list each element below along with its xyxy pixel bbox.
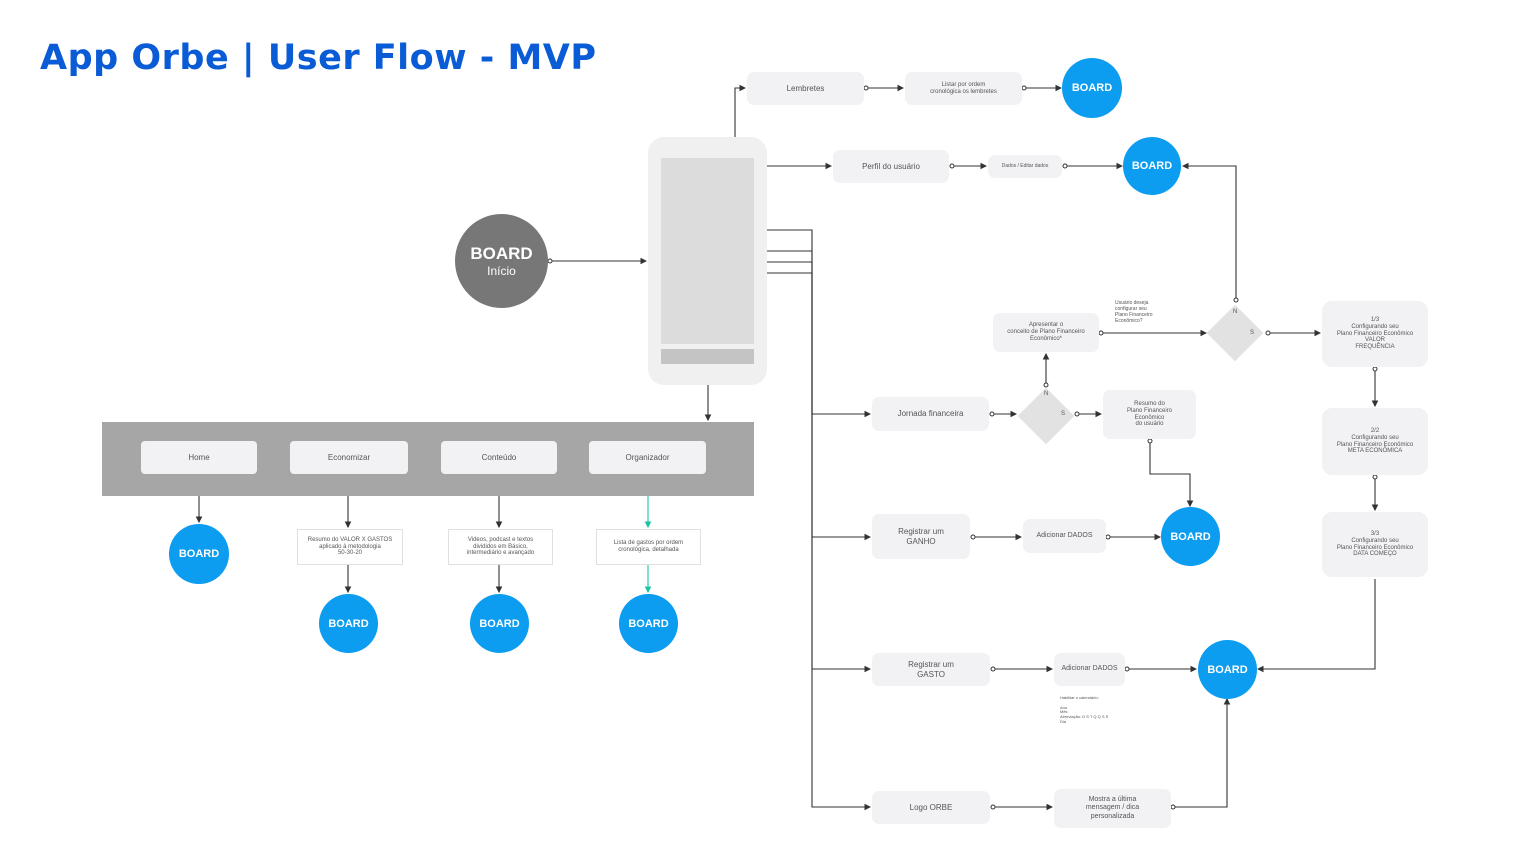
- board-perfil[interactable]: BOARD: [1123, 137, 1181, 195]
- decision-question: Usuário deseja configurar seu Plano Fina…: [1115, 300, 1153, 324]
- node-apresentar-conceito[interactable]: Apresentar o conceito de Plano Financeir…: [993, 313, 1099, 352]
- node-listar-lembretes[interactable]: Listar por ordem cronológica os lembrete…: [905, 72, 1022, 105]
- node-adicionar-dados-ganho[interactable]: Adicionar DADOS: [1023, 519, 1106, 553]
- board-ganho[interactable]: BOARD: [1161, 507, 1220, 566]
- economizar-output: Resumo do VALOR X GASTOS aplicado à meto…: [297, 529, 403, 565]
- page-title: App Orbe | User Flow - MVP: [40, 38, 597, 78]
- organizador-output: Lista de gastos por ordem cronológica, d…: [596, 529, 701, 565]
- tab-home[interactable]: Home: [141, 441, 257, 474]
- board-economizar[interactable]: BOARD: [319, 594, 378, 653]
- decision-jornada-yes-label: S: [1061, 411, 1066, 417]
- node-step3[interactable]: 3/3 Configurando seu Plano Financeiro Ec…: [1322, 512, 1428, 577]
- node-step2[interactable]: 2/2 Configurando seu Plano Financeiro Ec…: [1322, 408, 1428, 475]
- node-mostra-mensagem[interactable]: Mostra a última mensagem / dica personal…: [1054, 789, 1171, 828]
- node-resumo-plano[interactable]: Resumo do Plano Financeiro Econômico do …: [1103, 390, 1196, 439]
- board-gasto[interactable]: BOARD: [1198, 640, 1257, 699]
- node-step1[interactable]: 1/3 Configurando seu Plano Financeiro Ec…: [1322, 301, 1428, 367]
- board-organizador[interactable]: BOARD: [619, 594, 678, 653]
- decision-jornada-no-label: N: [1044, 391, 1049, 397]
- node-registrar-ganho[interactable]: Registrar um GANHO: [872, 514, 970, 559]
- node-adicionar-dados-gasto[interactable]: Adicionar DADOS: [1054, 653, 1125, 686]
- node-jornada[interactable]: Jornada financeira: [872, 397, 989, 431]
- board-lembretes[interactable]: BOARD: [1062, 58, 1122, 118]
- phone-tab-bar: [661, 349, 754, 364]
- tab-conteudo[interactable]: Conteúdo: [441, 441, 557, 474]
- decision-no-label: N: [1233, 309, 1238, 315]
- board-home[interactable]: BOARD: [169, 524, 229, 584]
- board-conteudo[interactable]: BOARD: [470, 594, 529, 653]
- decision-yes-label: S: [1250, 330, 1255, 336]
- tab-economizar[interactable]: Economizar: [290, 441, 408, 474]
- node-dados-editar[interactable]: Dados / Editar dados: [988, 155, 1062, 178]
- start-board-label: BOARD: [470, 244, 533, 263]
- start-board-sub: Início: [487, 264, 516, 278]
- start-board[interactable]: BOARD Início: [455, 214, 548, 308]
- node-lembretes[interactable]: Lembretes: [747, 72, 864, 105]
- tab-organizador[interactable]: Organizador: [589, 441, 706, 474]
- node-registrar-gasto[interactable]: Registrar um GASTO: [872, 653, 990, 686]
- calendar-note: Habilitar o calendário: Ano Mês Abreviaç…: [1060, 695, 1109, 724]
- node-perfil[interactable]: Perfil do usuário: [833, 150, 949, 183]
- node-logo-orbe[interactable]: Logo ORBE: [872, 791, 990, 824]
- phone-screen: [661, 158, 754, 344]
- conteudo-output: Videos, podcast e textos divididos em Bá…: [448, 529, 553, 565]
